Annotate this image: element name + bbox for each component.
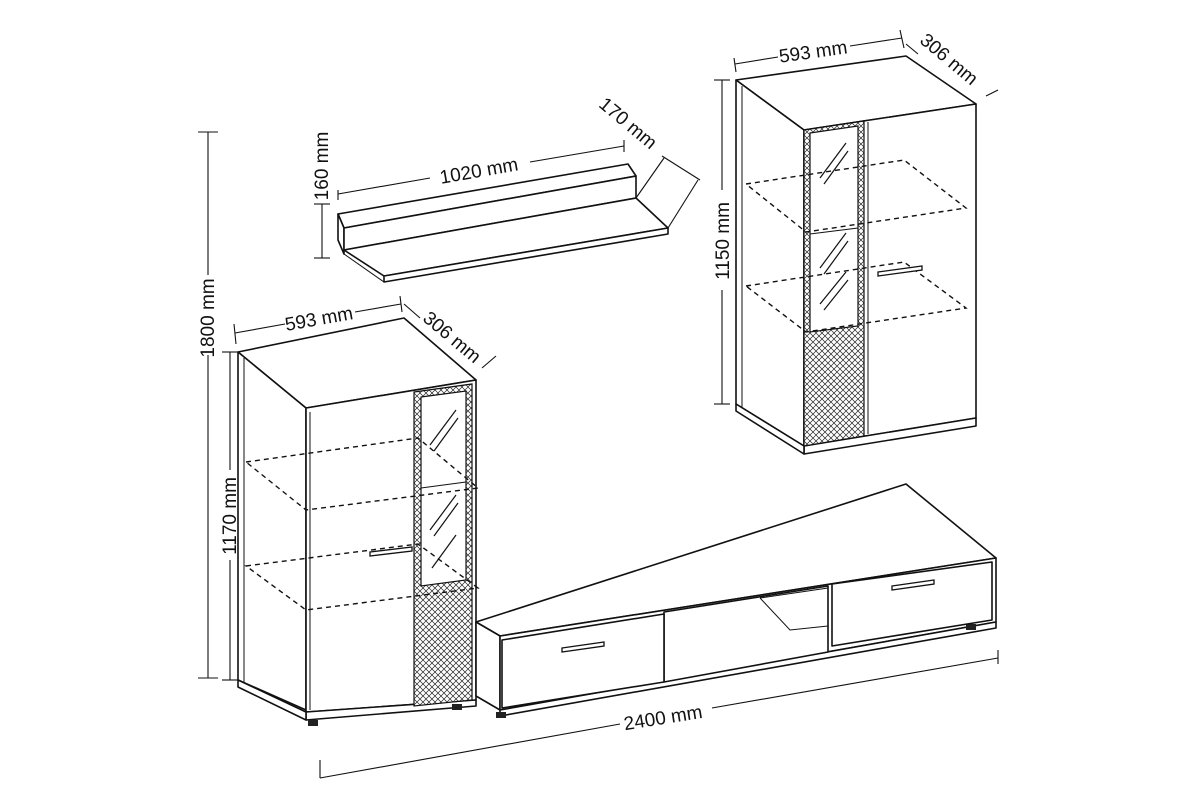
left-cabinet-shelf-upper <box>244 437 480 511</box>
shelf-width-label: 1020 mm <box>438 154 520 188</box>
tv-stand-drawer-right <box>831 561 993 647</box>
left-cabinet <box>237 317 480 726</box>
left-cabinet-height-label: 1170 mm <box>220 477 241 555</box>
tv-stand-handle-right <box>891 579 935 591</box>
tv-stand-side <box>475 621 501 711</box>
total-width-label: 2400 mm <box>622 702 704 735</box>
dimension-lines <box>198 29 999 779</box>
shelf-height-label: 160 mm <box>312 132 333 201</box>
tv-stand <box>475 483 997 718</box>
right-cabinet-height-label: 1150 mm <box>713 202 734 280</box>
total-height-label: 1800 mm <box>198 278 219 357</box>
right-cabinet-glass-door <box>809 125 859 333</box>
tv-stand-drawer-left <box>501 613 665 709</box>
left-cabinet-shelf-lower <box>244 543 480 611</box>
shelf-depth-label: 170 mm <box>594 94 660 154</box>
right-cabinet <box>735 55 977 455</box>
left-cabinet-handle <box>369 546 413 557</box>
right-cabinet-shelf-lower <box>744 261 968 333</box>
right-cabinet-shelf-upper <box>744 159 968 233</box>
right-cabinet-handle <box>877 265 923 277</box>
left-cabinet-side <box>237 351 307 711</box>
right-cabinet-side <box>735 79 805 447</box>
right-cabinet-width-label: 593 mm <box>778 37 849 67</box>
tv-stand-handle-left <box>561 641 605 653</box>
left-cabinet-glass-door <box>420 390 467 587</box>
wall-shelf <box>337 163 669 283</box>
